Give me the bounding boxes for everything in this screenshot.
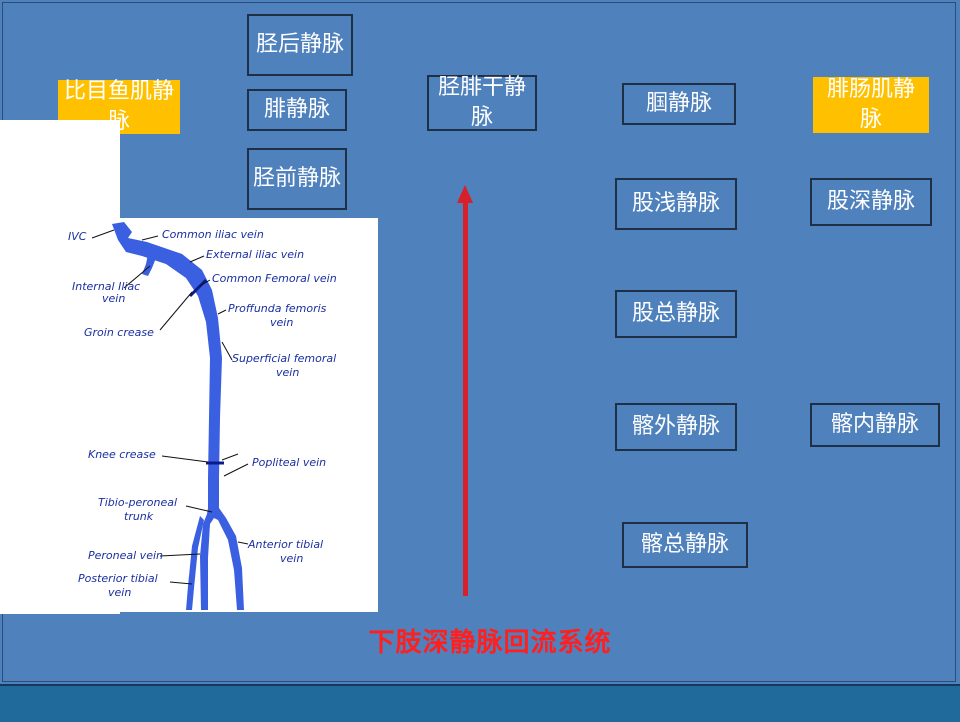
label-peroneal: Peroneal vein	[88, 549, 163, 562]
label-profunda-2: vein	[270, 316, 293, 329]
box-label: 胫腓干静脉	[437, 75, 526, 130]
box-external-iliac-vein: 髂外静脉	[615, 403, 737, 451]
label-external-iliac: External iliac vein	[206, 248, 304, 261]
label-ivc: IVC	[68, 230, 87, 243]
label-tibioperoneal-1: Tibio-peroneal	[98, 496, 177, 509]
box-label: 胫后静脉	[255, 32, 344, 57]
groin-crease-marker	[188, 278, 208, 298]
box-anterior-tibial-vein: 胫前静脉	[247, 148, 347, 210]
label-profunda-1: Proffunda femoris	[228, 302, 327, 315]
box-label: 腓肠肌静脉	[826, 77, 915, 132]
label-common-femoral: Common Femoral vein	[212, 272, 337, 285]
box-label: 股深静脉	[826, 189, 915, 214]
box-label: 髂外静脉	[631, 414, 720, 439]
label-knee-crease: Knee crease	[88, 448, 156, 461]
label-anterior-tibial-2: vein	[280, 552, 303, 565]
label-common-iliac: Common iliac vein	[162, 228, 264, 241]
box-common-iliac-vein: 髂总静脉	[622, 522, 748, 568]
box-label: 股浅静脉	[631, 191, 720, 216]
box-popliteal-vein: 腘静脉	[622, 83, 736, 125]
label-groin-crease: Groin crease	[84, 326, 154, 339]
box-deep-femoral-vein: 股深静脉	[810, 178, 932, 226]
box-label: 股总静脉	[631, 301, 720, 326]
leader-lines	[91, 229, 249, 585]
flow-arrow	[463, 200, 468, 596]
label-sfv-2: vein	[276, 366, 299, 379]
vein-shape	[112, 222, 244, 610]
box-label: 腘静脉	[645, 91, 712, 116]
box-superficial-femoral-vein: 股浅静脉	[615, 178, 737, 230]
box-posterior-tibial-vein: 胫后静脉	[247, 14, 353, 76]
box-label: 腓静脉	[263, 97, 330, 122]
box-common-femoral-vein: 股总静脉	[615, 290, 737, 338]
caption: 下肢深静脉回流系统	[368, 628, 612, 658]
label-posterior-tibial-1: Posterior tibial	[78, 572, 158, 585]
label-sfv-1: Superficial femoral	[232, 352, 336, 365]
box-tibioperoneal-trunk-vein: 胫腓干静脉	[427, 75, 537, 131]
vein-diagram-svg: IVC Common iliac vein External iliac vei…	[68, 222, 337, 610]
label-internal-iliac-1: Internal Iliac	[72, 280, 140, 293]
flow-arrow-head	[457, 185, 473, 203]
label-tibioperoneal-2: trunk	[124, 510, 154, 523]
box-gastrocnemius-vein: 腓肠肌静脉	[813, 77, 929, 133]
label-anterior-tibial-1: Anterior tibial	[247, 538, 323, 551]
box-label: 胫前静脉	[253, 166, 342, 191]
label-popliteal: Popliteal vein	[252, 456, 326, 469]
label-posterior-tibial-2: vein	[108, 586, 131, 599]
box-internal-iliac-vein: 髂内静脉	[810, 403, 940, 447]
box-peroneal-vein: 腓静脉	[247, 89, 347, 131]
bottom-band	[0, 684, 960, 722]
box-label: 髂总静脉	[640, 532, 729, 557]
label-internal-iliac-2: vein	[102, 292, 125, 305]
vein-diagram: IVC Common iliac vein External iliac vei…	[62, 218, 378, 612]
box-label: 髂内静脉	[830, 412, 919, 437]
